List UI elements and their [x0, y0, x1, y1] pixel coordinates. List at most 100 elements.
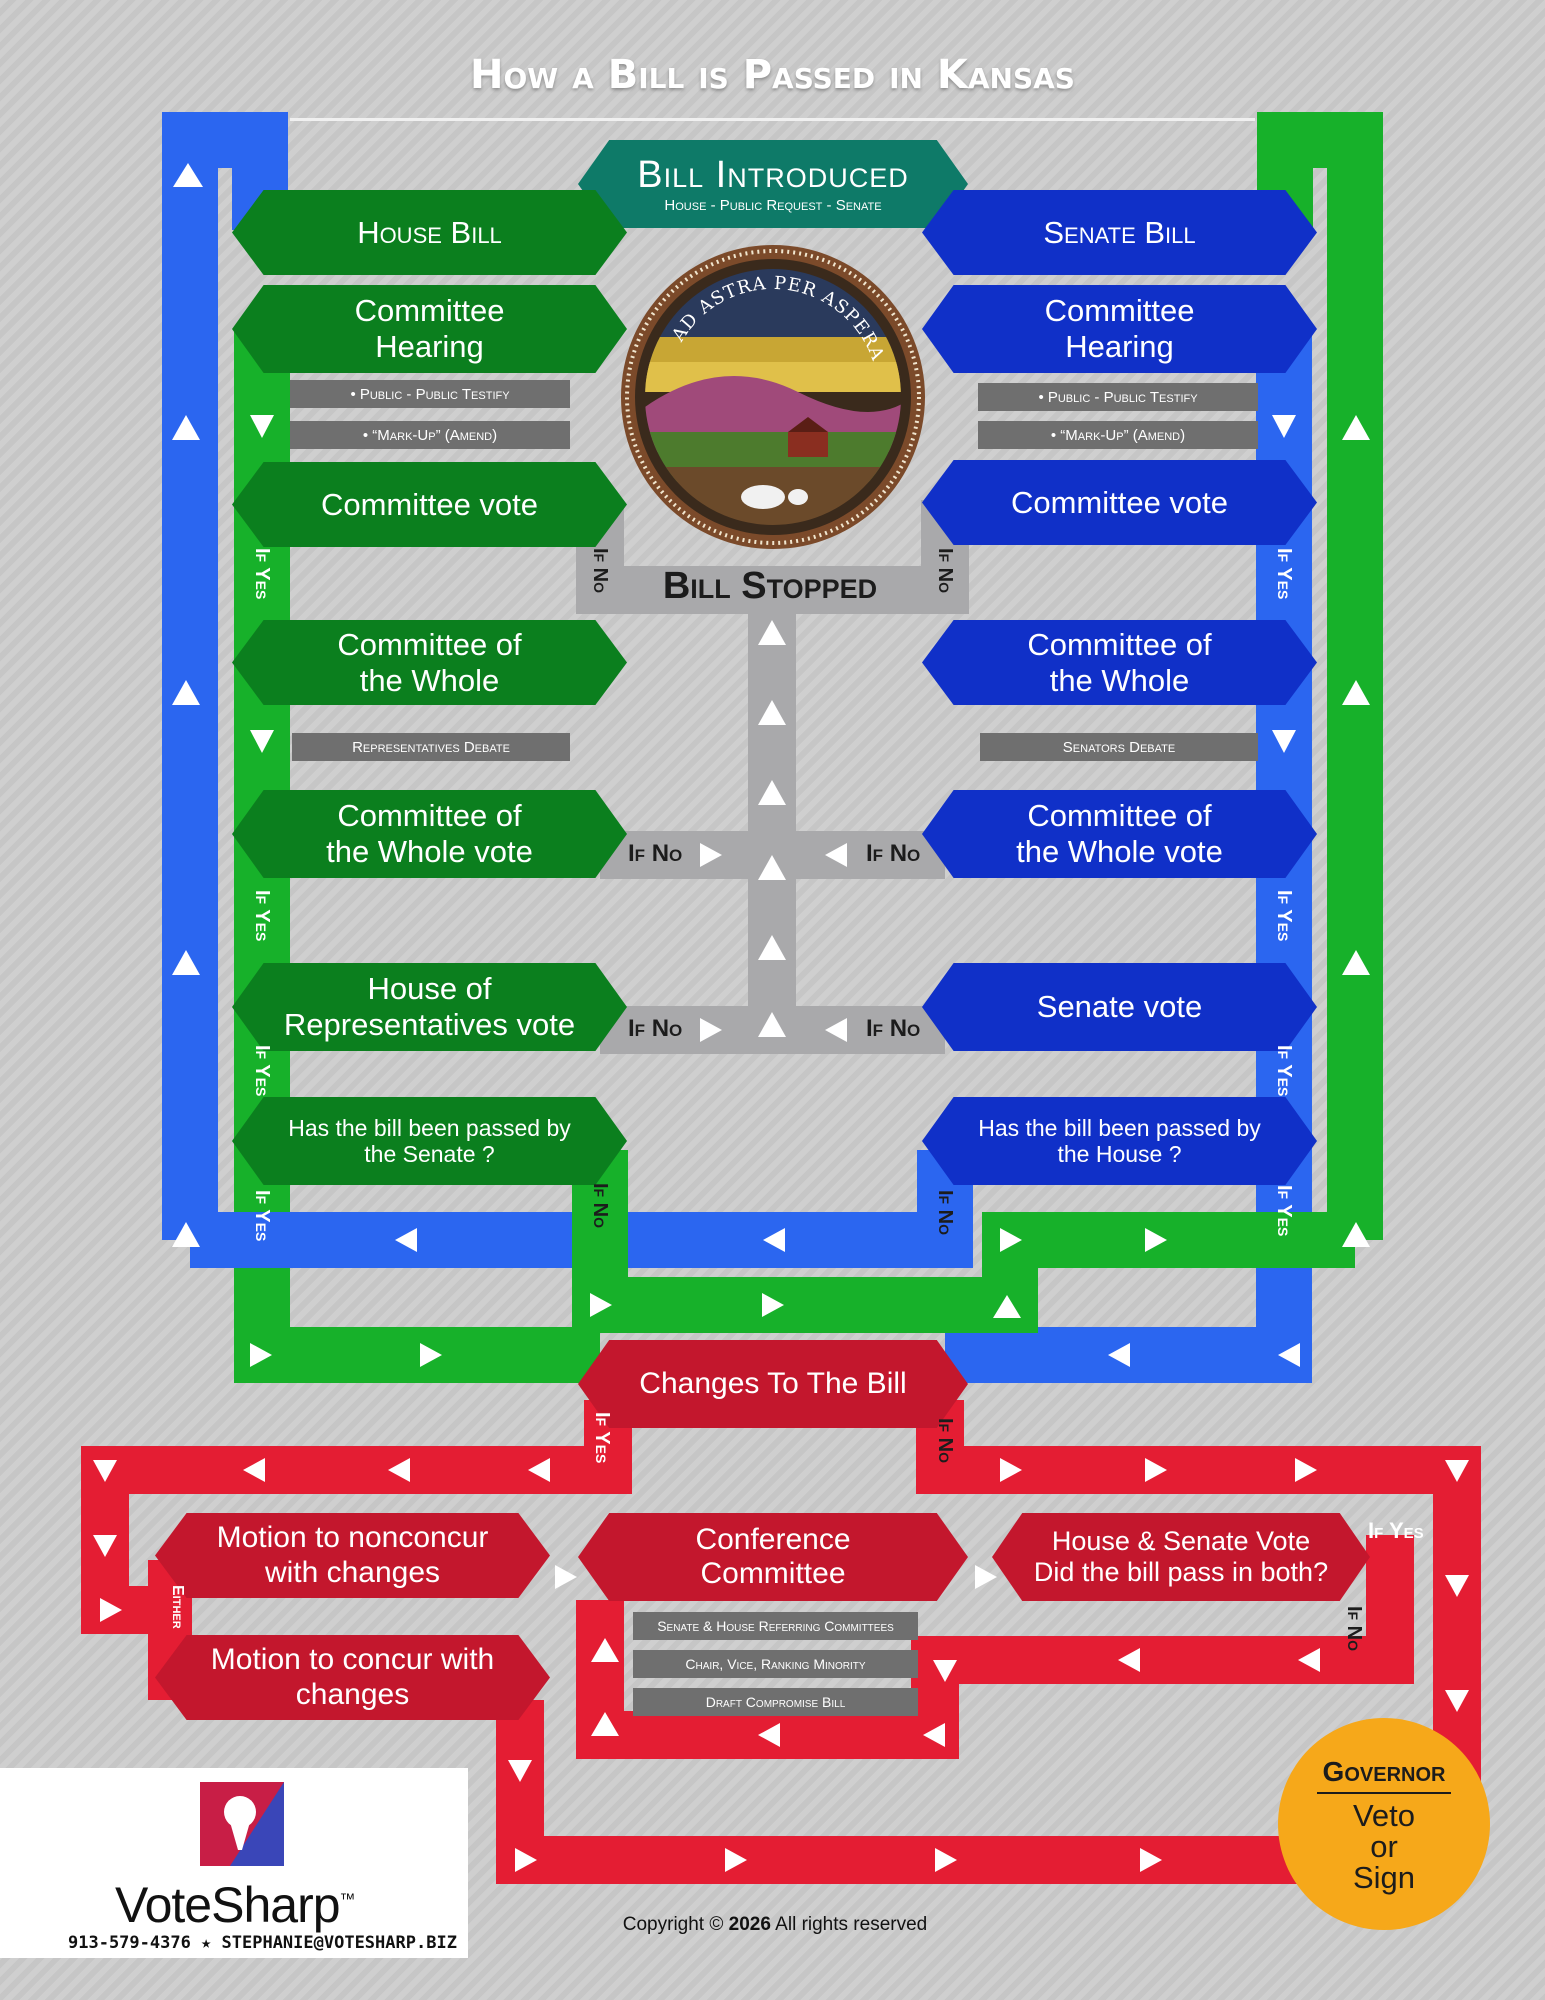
arrow-right [1000, 1458, 1022, 1482]
brand-contact: 913-579-4376 ★ STEPHANIE@VOTESHARP.BIZ [68, 1933, 457, 1953]
brand-name-text: VoteSharp [115, 1877, 341, 1933]
arrow-left [528, 1458, 550, 1482]
copyright-text: Copyright © 2026 All rights reserved [560, 1914, 990, 1936]
brand-tm: ™ [339, 1891, 356, 1909]
changes-no-path [576, 1400, 1481, 1860]
senate-hearing-note-2: • “Mark-Up” (Amend) [978, 421, 1258, 449]
arrow-up [758, 1012, 786, 1037]
conference-note-1: Senate & House Referring Committees [633, 1612, 918, 1640]
if-yes-label: If Yes [1273, 548, 1295, 600]
both-chambers-vote-box: House & Senate Vote Did the bill pass in… [992, 1513, 1370, 1601]
seal-graphic: AD ASTRA PER ASPERA [621, 245, 925, 549]
arrow-left [243, 1458, 265, 1482]
arrow-up [993, 1295, 1021, 1318]
arrow-right [700, 843, 722, 867]
arrow-left [388, 1458, 410, 1482]
arrow-left [825, 1018, 847, 1042]
if-yes-label: If Yes [1368, 1518, 1424, 1543]
house-debate-note: Representatives Debate [292, 733, 570, 761]
house-committee-of-whole-label: Committee of the Whole [337, 626, 522, 698]
nonconcur-box: Motion to nonconcur with changes [155, 1513, 550, 1598]
arrow-up [758, 935, 786, 960]
stopped-path [576, 500, 969, 1054]
if-no-label: If No [1343, 1606, 1365, 1651]
arrow-right [420, 1343, 442, 1367]
if-yes-label: If Yes [1273, 1045, 1295, 1097]
conference-committee-label: Conference Committee [695, 1522, 851, 1591]
arrow-right [762, 1293, 784, 1317]
arrow-left [763, 1228, 785, 1252]
if-no-label: If No [866, 1015, 921, 1042]
senate-committee-hearing-label: Committee Hearing [1044, 293, 1195, 364]
house-floor-vote-box: House of Representatives vote [232, 963, 627, 1051]
nonconcur-label: Motion to nonconcur with changes [216, 1521, 489, 1589]
arrow-up [1342, 950, 1370, 975]
senate-committee-hearing-box: Committee Hearing [922, 285, 1317, 373]
if-no-label: If No [628, 1015, 683, 1042]
page-title: How a Bill is Passed in Kansas [470, 52, 1075, 98]
arrow-right [975, 1565, 997, 1589]
if-no-label: If No [628, 840, 683, 867]
senate-floor-vote-label: Senate vote [1036, 989, 1203, 1025]
arrow-up [758, 620, 786, 645]
arrow-up [1342, 1222, 1370, 1247]
house-committee-whole-vote-box: Committee of the Whole vote [232, 790, 627, 878]
senate-floor-vote-box: Senate vote [922, 963, 1317, 1051]
arrow-right [590, 1293, 612, 1317]
house-bill-label: House Bill [357, 214, 502, 250]
house-floor-vote-label: House of Representatives vote [283, 971, 576, 1042]
conference-committee-box: Conference Committee [578, 1513, 968, 1601]
arrow-left [395, 1228, 417, 1252]
arrow-left [825, 843, 847, 867]
arrow-down [250, 415, 274, 438]
house-committee-hearing-box: Committee Hearing [232, 285, 627, 373]
arrow-up [1342, 680, 1370, 705]
changes-to-bill-label: Changes To The Bill [639, 1366, 907, 1400]
senate-committee-of-whole-box: Committee of the Whole [922, 620, 1317, 705]
senate-committee-vote-label: Committee vote [1010, 484, 1229, 520]
arrow-right [935, 1848, 957, 1872]
copyright-year: 2026 [728, 1914, 771, 1935]
arrow-down [1272, 730, 1296, 753]
arrow-down [93, 1460, 117, 1482]
arrow-up [1342, 415, 1370, 440]
house-bill-box: House Bill [232, 190, 627, 275]
if-no-label: If No [934, 548, 956, 593]
senate-committee-whole-vote-box: Committee of the Whole vote [922, 790, 1317, 878]
arrow-down [93, 1535, 117, 1557]
arrow-down [508, 1760, 532, 1782]
arrow-down [1445, 1460, 1469, 1482]
house-committee-whole-vote-label: Committee of the Whole vote [326, 798, 533, 869]
if-yes-label: If Yes [251, 1045, 273, 1097]
governor-title: Governor [1316, 1756, 1452, 1794]
arrow-left [1108, 1343, 1130, 1367]
arrow-right [1295, 1458, 1317, 1482]
if-no-label: If No [589, 1183, 611, 1228]
arrow-right [1000, 1228, 1022, 1252]
arrow-right [725, 1848, 747, 1872]
if-yes-label: If Yes [1273, 1185, 1295, 1237]
arrow-right [700, 1018, 722, 1042]
if-yes-label: If Yes [591, 1412, 613, 1464]
arrow-down [250, 730, 274, 753]
arrow-down [1445, 1575, 1469, 1597]
bill-stopped-label: Bill Stopped [662, 565, 878, 607]
senate-committee-vote-box: Committee vote [922, 460, 1317, 545]
arrow-left [1118, 1648, 1140, 1672]
bill-introduced-subtitle: House - Public Request - Senate [664, 197, 882, 215]
governor-action: Veto or Sign [1352, 1797, 1416, 1895]
arrow-up [173, 163, 203, 187]
if-no-label: If No [589, 548, 611, 593]
arrow-up [758, 855, 786, 880]
if-yes-label: If Yes [251, 1190, 273, 1242]
cross-blue-path [190, 1150, 973, 1268]
arrow-down [933, 1660, 957, 1682]
senate-passed-by-house-box: Has the bill been passed by the House ? [922, 1097, 1317, 1185]
if-no-label: If No [934, 1418, 956, 1463]
if-yes-label: If Yes [251, 548, 273, 600]
senate-bill-label: Senate Bill [1043, 214, 1196, 250]
senate-debate-note: Senators Debate [980, 733, 1258, 761]
votesharp-logo-icon [200, 1782, 284, 1866]
concur-box: Motion to concur with changes [155, 1635, 550, 1720]
